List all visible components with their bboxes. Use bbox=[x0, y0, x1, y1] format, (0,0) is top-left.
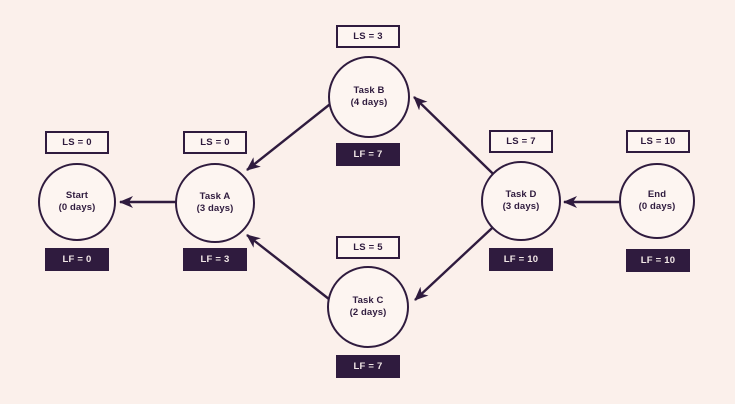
start-lf-box: LF = 0 bbox=[45, 248, 109, 271]
node-task-d-duration: (3 days) bbox=[502, 201, 540, 212]
task-b-ls-box: LS = 3 bbox=[336, 25, 400, 48]
task-c-ls-box: LS = 5 bbox=[336, 236, 400, 259]
node-task-b: Task B (4 days) bbox=[328, 56, 410, 138]
node-end: End (0 days) bbox=[619, 163, 695, 239]
node-task-c: Task C (2 days) bbox=[327, 266, 409, 348]
node-task-c-duration: (2 days) bbox=[349, 307, 387, 318]
task-d-ls-box: LS = 7 bbox=[489, 130, 553, 153]
node-task-b-duration: (4 days) bbox=[350, 97, 388, 108]
node-start-label: Start bbox=[65, 189, 89, 201]
node-start-duration: (0 days) bbox=[58, 202, 96, 213]
node-task-a-duration: (3 days) bbox=[196, 203, 234, 214]
task-a-lf-box: LF = 3 bbox=[183, 248, 247, 271]
node-task-b-label: Task B bbox=[353, 84, 385, 96]
task-c-lf-box: LF = 7 bbox=[336, 355, 400, 378]
node-task-a: Task A (3 days) bbox=[175, 163, 255, 243]
node-task-d: Task D (3 days) bbox=[481, 161, 561, 241]
node-end-duration: (0 days) bbox=[638, 201, 676, 212]
node-task-a-label: Task A bbox=[199, 190, 231, 202]
task-d-lf-box: LF = 10 bbox=[489, 248, 553, 271]
node-start: Start (0 days) bbox=[38, 163, 116, 241]
start-ls-box: LS = 0 bbox=[45, 131, 109, 154]
node-end-label: End bbox=[647, 188, 667, 200]
edge-task-c-to-task-a-arrow bbox=[246, 234, 335, 304]
edge-task-b-to-task-a-arrow bbox=[246, 100, 335, 171]
end-lf-box: LF = 10 bbox=[626, 249, 690, 272]
node-task-d-label: Task D bbox=[505, 188, 537, 200]
task-b-lf-box: LF = 7 bbox=[336, 143, 400, 166]
node-task-c-label: Task C bbox=[352, 294, 384, 306]
task-a-ls-box: LS = 0 bbox=[183, 131, 247, 154]
end-ls-box: LS = 10 bbox=[626, 130, 690, 153]
